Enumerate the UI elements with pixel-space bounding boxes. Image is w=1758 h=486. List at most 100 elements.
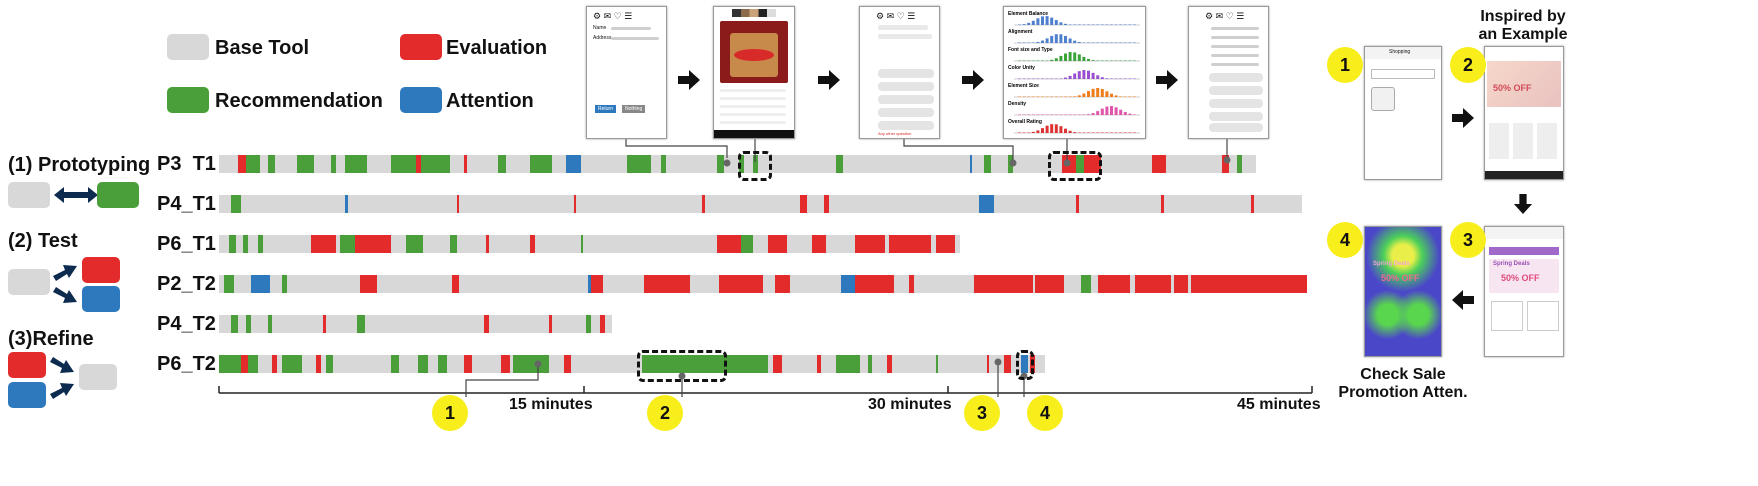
legend-swatch-recommendation: [167, 87, 209, 113]
recommendation-segment: [641, 355, 722, 373]
metric-bar: [1123, 112, 1127, 115]
legend-label-base-tool: Base Tool: [215, 37, 310, 59]
step-marker: 4: [1327, 222, 1363, 258]
metric-bar: [1110, 24, 1113, 25]
recommendation-segment: [219, 355, 241, 373]
metric-bar: [1077, 54, 1081, 61]
menu-line: [720, 105, 786, 108]
evaluation-segment: [240, 355, 249, 373]
any-other-question-link: Any other question: [878, 131, 912, 136]
menu-button: [1209, 73, 1263, 82]
axis-tick-label: 15 minutes: [509, 396, 593, 413]
metric-bar: [1133, 114, 1136, 115]
metric-bar: [1068, 75, 1072, 79]
metric-bar: [1018, 96, 1021, 97]
nav-bar: [1485, 171, 1563, 179]
arrow-right-icon: [1452, 108, 1474, 128]
metric-bar: [1018, 60, 1021, 61]
recommendation-segment: [935, 355, 938, 373]
metric-bar: [1027, 78, 1031, 79]
metric-bar: [1119, 109, 1123, 115]
metric-bar: [1018, 24, 1021, 25]
evaluation-segment: [855, 275, 887, 293]
return-button: [878, 95, 934, 104]
evaluation-segment: [452, 275, 460, 293]
metric-bar: [1073, 96, 1077, 97]
highlight-box: [1048, 151, 1102, 181]
metric-bar: [1045, 114, 1049, 115]
metric-bar: [1027, 114, 1031, 115]
metric-bar: [1119, 132, 1123, 133]
arrow-up-right-icon: [50, 383, 74, 399]
metric-bar: [1036, 96, 1040, 97]
metric-bar: [1133, 24, 1136, 25]
metric-label: Alignment: [1008, 29, 1033, 35]
field: [1211, 36, 1259, 39]
metric-bar: [1128, 24, 1132, 25]
evaluation-segment: [529, 235, 535, 253]
metric-bar: [1114, 107, 1118, 115]
recommendation-segment: [498, 155, 506, 173]
metric-bar: [1073, 52, 1077, 61]
timeline-track: [219, 195, 1303, 213]
metric-bar: [1064, 128, 1067, 133]
recommendation-segment: [330, 155, 336, 173]
metric-bar: [1128, 113, 1132, 115]
metric-bar: [1123, 78, 1127, 79]
check-sale-caption: Check Sale Promotion Atten.: [1338, 366, 1468, 402]
metric-bar: [1091, 60, 1095, 61]
timeline-track: [219, 275, 1308, 293]
metric-bar: [1054, 78, 1058, 79]
recommendation-segment: [738, 155, 744, 173]
metric-bar: [1133, 96, 1136, 97]
metric-bar: [1096, 75, 1100, 79]
recommendation-segment: [282, 275, 287, 293]
evaluation-segment: [457, 195, 460, 213]
menu-button: [1209, 112, 1263, 121]
evaluation-segment: [816, 355, 822, 373]
metric-bar: [1100, 132, 1104, 133]
metric-bar: [1045, 38, 1049, 43]
metric-bar: [1031, 78, 1035, 79]
screenshot-step4-attention: Spring Deals 50% OFF: [1364, 226, 1442, 357]
metric-bar: [1091, 132, 1095, 133]
metric-bar: [1110, 42, 1113, 43]
metric-bar: [1018, 42, 1021, 43]
metric-bar: [1105, 78, 1109, 79]
metric-bar: [1073, 40, 1077, 43]
recommendation-segment: [661, 155, 666, 173]
recommendation-segment: [835, 355, 861, 373]
recommendation-segment: [716, 155, 725, 173]
metric-bar: [1068, 38, 1072, 43]
evaluation-segment: [889, 235, 931, 253]
recommendation-segment: [345, 155, 368, 173]
metric-bar: [1133, 132, 1136, 133]
evaluation-segment: [886, 355, 892, 373]
metric-bar: [1128, 132, 1132, 133]
double-arrow-icon: [54, 187, 98, 203]
evaluation-segment: [855, 235, 885, 253]
menu-line: [720, 113, 786, 116]
evaluation-segment: [311, 235, 336, 253]
metric-bar: [1119, 78, 1123, 79]
menu-button: [1209, 123, 1263, 132]
banner-text: 50% OFF: [1501, 273, 1540, 283]
legend-swatch-evaluation: [400, 34, 442, 60]
field: [1211, 27, 1259, 30]
metric-bar: [1054, 124, 1058, 133]
metric-bar: [1018, 114, 1021, 115]
timeline-track: [219, 355, 1045, 373]
step-marker: 2: [1450, 47, 1486, 83]
metric-bar: [1110, 106, 1113, 115]
label-address: Address: [593, 35, 612, 41]
metric-bar: [1073, 24, 1077, 25]
metric-bar: [1105, 60, 1109, 61]
metric-bar: [1091, 42, 1095, 43]
inspired-title: Inspired by an Example: [1468, 8, 1578, 44]
search-bar: [1371, 69, 1435, 79]
pattern-title-prototyping: (1) Prototyping: [8, 154, 151, 176]
evaluation-segment: [549, 315, 552, 333]
screenshot-step2-example: 50% OFF: [1484, 46, 1564, 180]
pattern-box-base: [8, 182, 50, 208]
axis-tick-label: 30 minutes: [868, 396, 952, 413]
